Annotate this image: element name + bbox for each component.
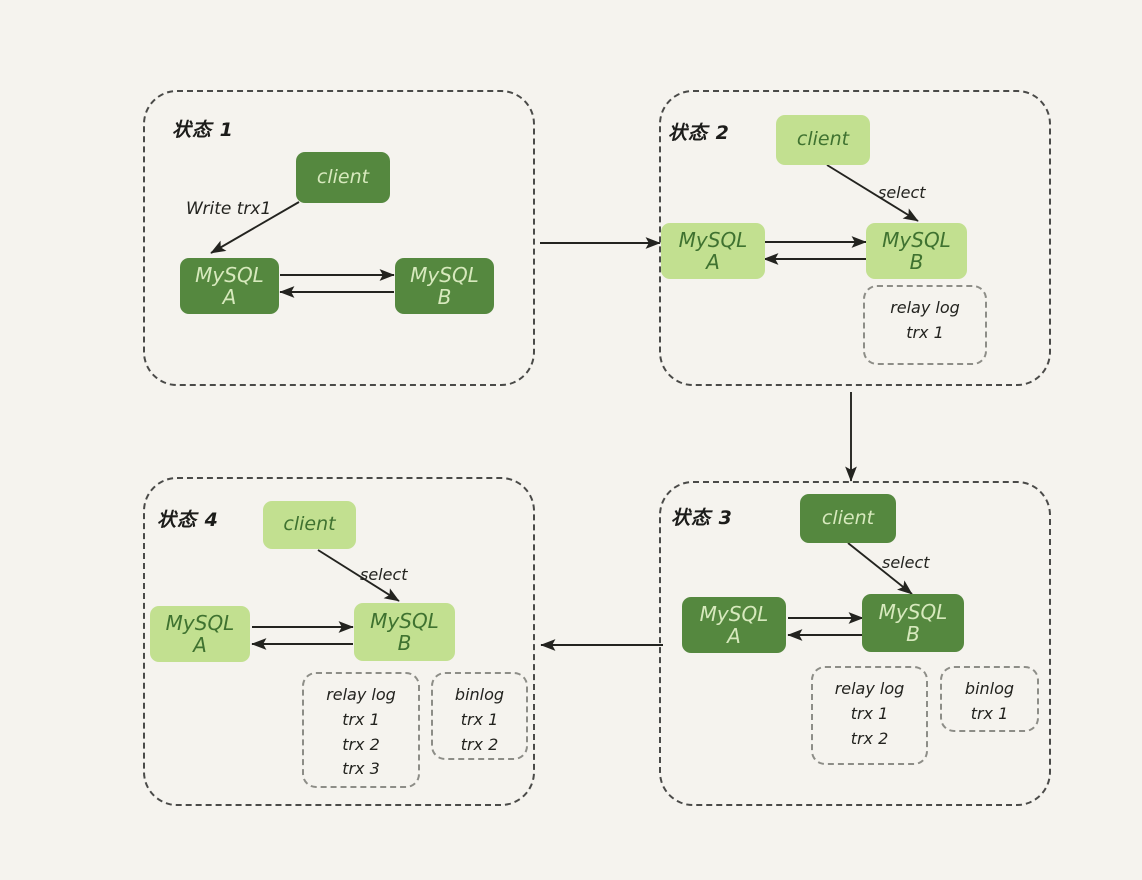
relay-log-entry: trx 3 (342, 759, 380, 779)
relay-log-entry: trx 1 (906, 322, 944, 342)
binlog-box-state4: binlog trx 1 trx 2 (431, 672, 528, 760)
mysql-a-line1: MySQL (165, 610, 235, 635)
mysql-a-line1: MySQL (678, 227, 748, 252)
client-label: client (316, 165, 370, 188)
mysql-b-line2: B (437, 285, 452, 309)
mysql-a-box-state4[interactable]: MySQL A (150, 606, 250, 662)
mysql-b-box-state2[interactable]: MySQL B (866, 223, 967, 279)
client-label: client (796, 128, 850, 151)
client-box-state2[interactable]: client (776, 115, 870, 165)
mysql-a-line1: MySQL (195, 262, 264, 287)
binlog-title: binlog (964, 679, 1015, 698)
mysql-a-box-state3[interactable]: MySQL A (682, 597, 786, 653)
edge-label-select-state2: select (878, 183, 926, 202)
state-panel-2 (659, 90, 1051, 386)
relay-log-box-state3: relay log trx 1 trx 2 (811, 666, 928, 765)
client-box-state1[interactable]: client (296, 152, 390, 203)
mysql-b-line2: B (909, 250, 924, 274)
mysql-b-line1: MySQL (882, 227, 951, 252)
relay-log-box-state2: relay log trx 1 (863, 285, 987, 365)
state-panel-4 (143, 477, 535, 806)
client-box-state3[interactable]: client (800, 494, 896, 543)
relay-log-entry: trx 1 (850, 703, 889, 723)
relay-log-entry: trx 2 (850, 728, 889, 748)
mysql-b-box-state4[interactable]: MySQL B (354, 603, 455, 661)
state-panel-3 (659, 481, 1051, 806)
relay-log-title: relay log (834, 679, 905, 698)
relay-log-box-state4: relay log trx 1 trx 2 trx 3 (302, 672, 420, 788)
client-label: client (821, 506, 875, 529)
state-panel-2-title: 状态 2 (668, 122, 730, 144)
mysql-a-line2: A (727, 624, 741, 648)
binlog-title: binlog (454, 685, 505, 704)
state-panel-3-title: 状态 3 (671, 507, 733, 529)
mysql-b-line2: B (906, 622, 920, 646)
mysql-a-line2: A (193, 633, 207, 657)
client-box-state4[interactable]: client (263, 501, 356, 549)
mysql-b-line1: MySQL (370, 608, 439, 633)
edge-label-write-trx1: Write trx1 (186, 199, 272, 219)
client-label: client (283, 513, 336, 536)
relay-log-entry: trx 2 (342, 734, 380, 754)
state-panel-1-title: 状态 1 (172, 119, 234, 141)
mysql-a-box-state1[interactable]: MySQL A (180, 258, 279, 314)
mysql-b-line2: B (397, 631, 412, 655)
relay-log-title: relay log (326, 685, 396, 704)
mysql-a-box-state2[interactable]: MySQL A (661, 223, 765, 279)
binlog-entry: trx 1 (970, 703, 1009, 723)
mysql-b-box-state1[interactable]: MySQL B (395, 258, 494, 314)
mysql-b-line1: MySQL (878, 599, 948, 624)
binlog-box-state3: binlog trx 1 (940, 666, 1039, 732)
binlog-entry: trx 1 (460, 709, 499, 729)
mysql-b-line1: MySQL (410, 262, 479, 287)
relay-log-title: relay log (890, 298, 960, 317)
state-panel-4-title: 状态 4 (157, 509, 219, 531)
relay-log-entry: trx 1 (342, 709, 380, 729)
mysql-b-box-state3[interactable]: MySQL B (862, 594, 964, 652)
mysql-a-line2: A (706, 250, 720, 274)
binlog-entry: trx 2 (460, 734, 499, 754)
edge-label-select-state3: select (882, 553, 930, 572)
state-panel-1 (143, 90, 535, 386)
edge-label-select-state4: select (360, 565, 408, 584)
mysql-a-line2: A (222, 285, 237, 309)
mysql-a-line1: MySQL (699, 601, 769, 626)
